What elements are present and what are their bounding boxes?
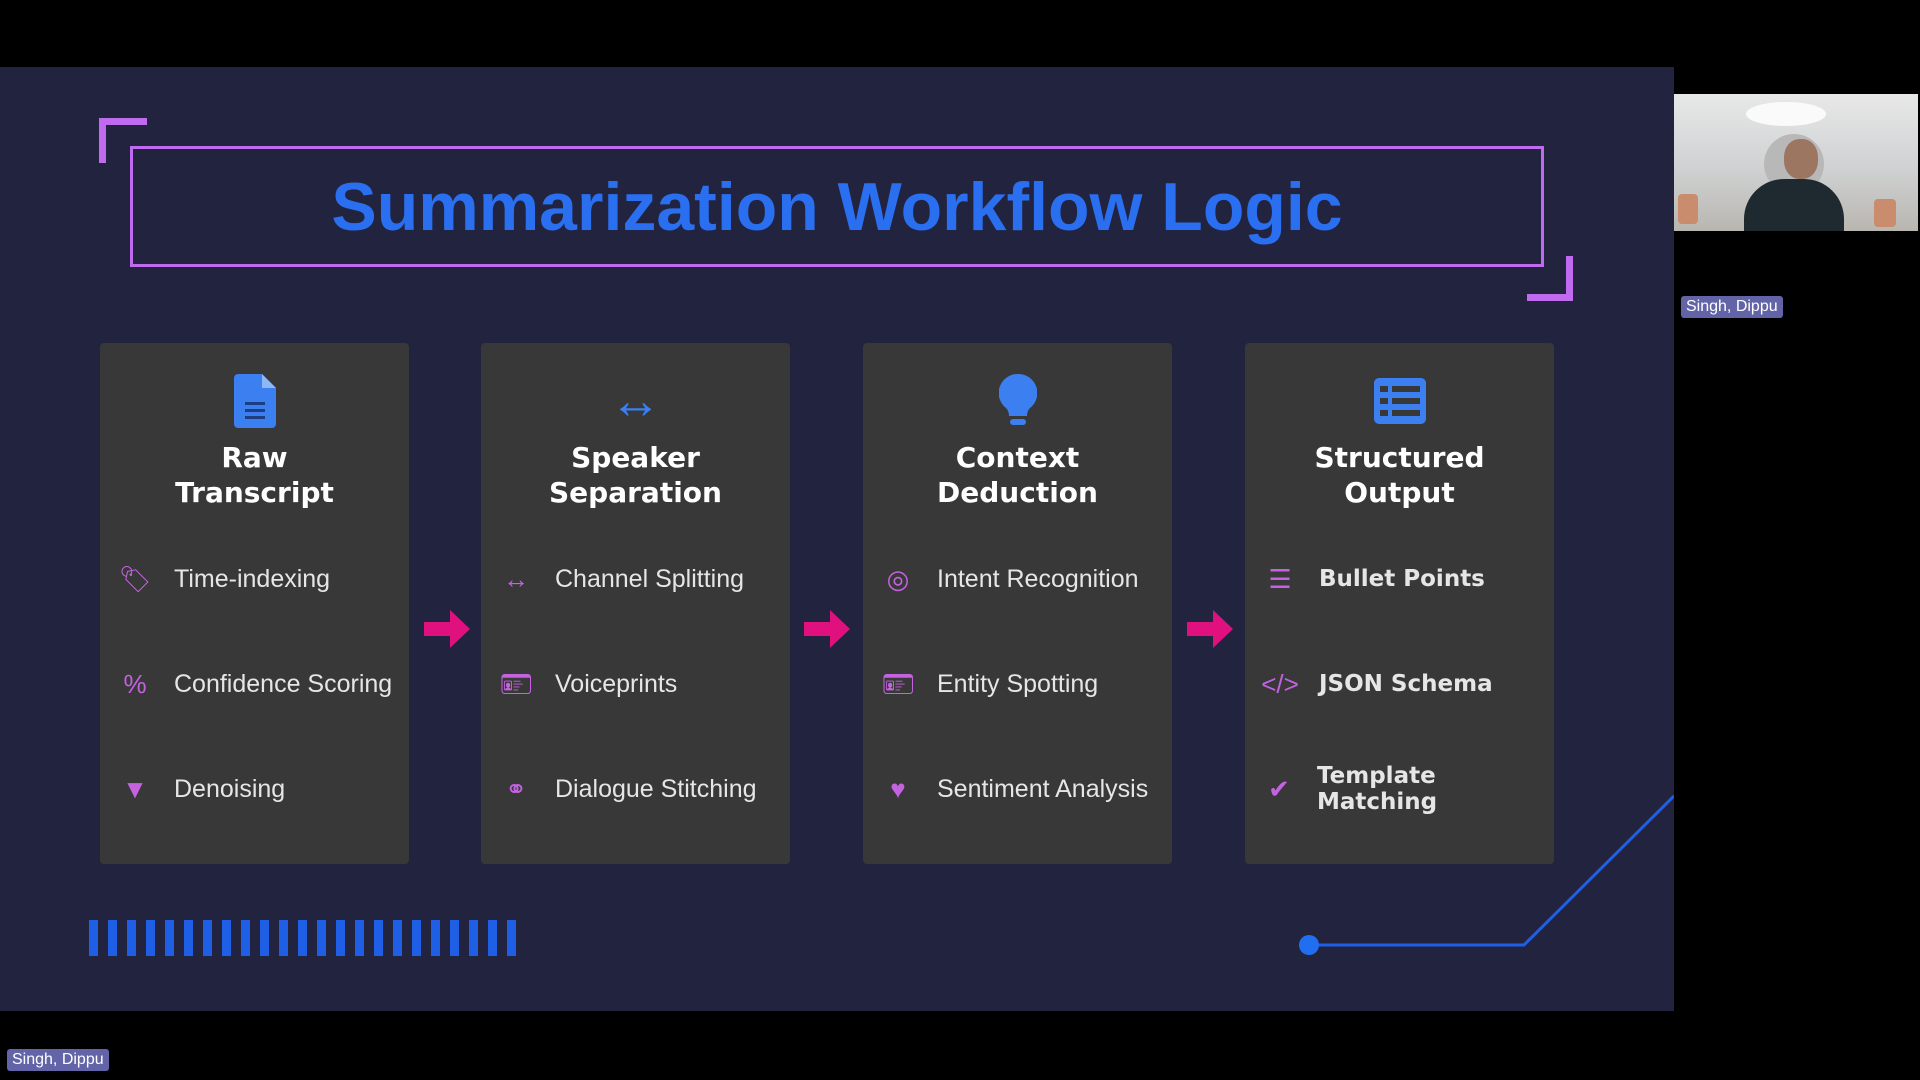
item-label: JSON Schema	[1319, 671, 1493, 697]
link-icon: ⚭	[505, 773, 527, 804]
card-title-line1: Speaker	[571, 441, 700, 474]
item-label: Sentiment Analysis	[937, 774, 1149, 803]
item-label: Voiceprints	[555, 669, 678, 698]
video-name-tag: Singh, Dippu	[1681, 296, 1783, 318]
list-item: ⚭ Dialogue Stitching	[491, 769, 790, 809]
check-double-icon: ✔	[1268, 773, 1290, 804]
arrow-right-icon	[424, 610, 470, 648]
item-label: Time-indexing	[174, 564, 331, 593]
arrow-right-icon	[804, 610, 850, 648]
list-item: ✔ Template Matching	[1255, 763, 1554, 815]
list-item: ↔ Channel Splitting	[491, 559, 790, 599]
file-lines-icon	[100, 373, 409, 429]
percent-icon: %	[123, 668, 147, 699]
decorative-circuit-line	[1299, 794, 1674, 955]
card-title-line2: Transcript	[175, 476, 334, 509]
corner-bracket-bottom-right	[1527, 256, 1573, 301]
list-item: ▼ Denoising	[110, 769, 409, 809]
item-label: Bullet Points	[1319, 566, 1485, 592]
corner-bracket-top-left	[99, 118, 147, 163]
item-label: Template Matching	[1317, 763, 1438, 815]
id-card-icon: 🪪︎	[499, 668, 533, 699]
arrow-right-icon	[1187, 610, 1233, 648]
id-card-icon: 🪪︎	[881, 668, 915, 699]
decorative-stripes	[89, 920, 516, 956]
arrows-left-right-icon: ↔	[609, 372, 662, 430]
item-label: Channel Splitting	[555, 564, 745, 593]
list-item: ☰ Bullet Points	[1255, 559, 1554, 599]
list-item: % Confidence Scoring	[110, 664, 409, 704]
list-item: 🪪︎ Voiceprints	[491, 664, 790, 704]
item-label: Entity Spotting	[937, 669, 1099, 698]
bullseye-icon: ◎	[886, 563, 910, 594]
item-label: Confidence Scoring	[174, 669, 393, 698]
lightbulb-icon	[863, 373, 1172, 429]
list-item: </> JSON Schema	[1255, 664, 1554, 704]
list-item: ♥ Sentiment Analysis	[873, 769, 1172, 809]
card-title-line2: Deduction	[937, 476, 1098, 509]
list-item: ◎ Intent Recognition	[873, 559, 1172, 599]
participant-video[interactable]	[1674, 94, 1918, 231]
item-label: Intent Recognition	[937, 564, 1139, 593]
list-icon: ☰	[1268, 563, 1292, 594]
tag-icon: 🏷︎	[118, 563, 152, 594]
card-title-line1: Raw	[221, 441, 288, 474]
code-icon: </>	[1261, 668, 1299, 699]
slide-title: Summarization Workflow Logic	[331, 168, 1343, 245]
presenter-name-tag: Singh, Dippu	[7, 1049, 109, 1071]
card-title-line1: Structured	[1314, 441, 1485, 474]
filter-icon: ▼	[122, 773, 148, 804]
item-label: Denoising	[174, 774, 286, 803]
item-label: Dialogue Stitching	[555, 774, 757, 803]
table-list-icon	[1245, 373, 1554, 429]
heart-pulse-icon: ♥	[890, 773, 906, 804]
card-title-line1: Context	[955, 441, 1080, 474]
list-item: 🏷︎ Time-indexing	[110, 559, 409, 599]
card-title-line2: Separation	[549, 476, 722, 509]
arrows-left-right-icon: ↔	[503, 563, 529, 594]
title-box: Summarization Workflow Logic	[130, 146, 1544, 267]
list-item: 🪪︎ Entity Spotting	[873, 664, 1172, 704]
card-title-line2: Output	[1344, 476, 1455, 509]
